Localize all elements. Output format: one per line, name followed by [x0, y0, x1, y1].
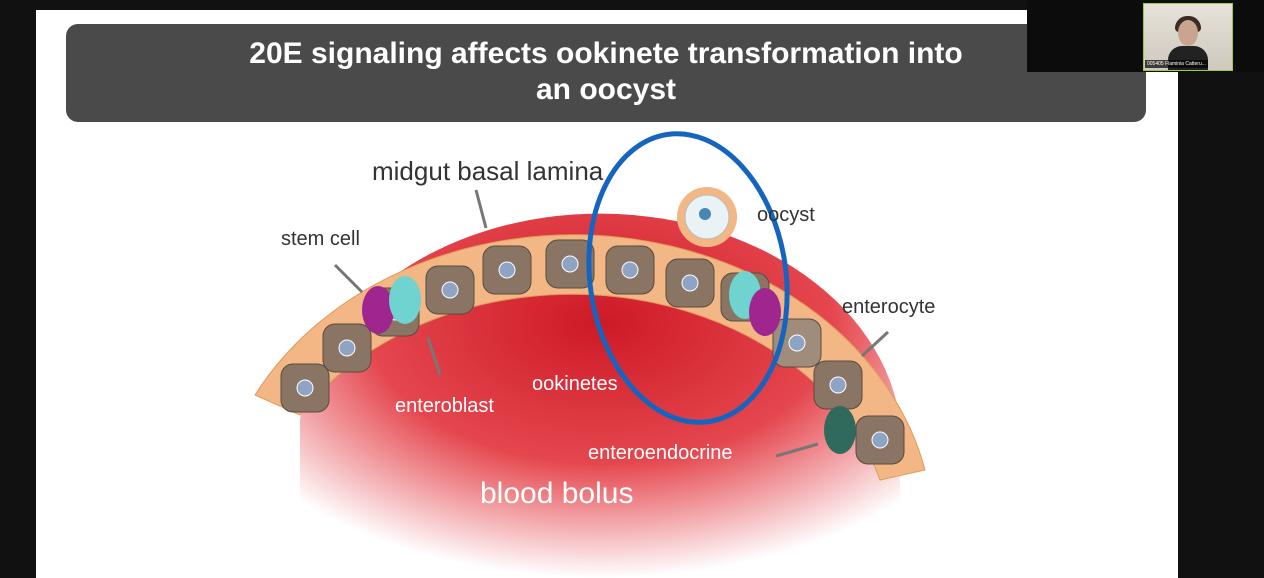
- specialized-cell: [824, 406, 856, 454]
- cell-nucleus: [621, 261, 639, 279]
- participant-face: [1178, 20, 1198, 46]
- cell-nucleus: [441, 281, 459, 299]
- title-line-2: an oocyst: [535, 73, 677, 106]
- specialized-cell: [362, 286, 394, 334]
- cell-nucleus: [296, 379, 314, 397]
- label-ookinetes: ookinetes: [532, 373, 618, 395]
- cell-nucleus: [788, 334, 806, 352]
- label-basal-lamina: midgut basal lamina: [372, 156, 604, 186]
- cell-nucleus: [681, 274, 699, 292]
- label-stem-cell: stem cell: [281, 228, 360, 250]
- presentation-slide: 20E signaling affects ookinete transform…: [36, 10, 1178, 578]
- label-enterocyte: enterocyte: [842, 296, 935, 318]
- midgut-diagram: midgut basal lamina stem cell oocyst ent…: [254, 131, 935, 578]
- slide-title: 20E signaling affects ookinete transform…: [66, 24, 1146, 122]
- video-panel: 005405 Flaminia Catteru...: [1027, 0, 1264, 72]
- cell-nucleus: [561, 255, 579, 273]
- title-line-1: 20E signaling affects ookinete transform…: [249, 37, 963, 70]
- participant-video[interactable]: 005405 Flaminia Catteru...: [1143, 3, 1233, 71]
- highlight-ellipse: [586, 131, 790, 425]
- label-oocyst: oocyst: [757, 204, 815, 226]
- label-enteroendocrine: enteroendocrine: [588, 442, 733, 464]
- label-enteroblast: enteroblast: [395, 395, 494, 417]
- participant-name: 005405 Flaminia Catteru...: [1145, 60, 1208, 68]
- label-blood-bolus: blood bolus: [480, 477, 633, 510]
- cell-nucleus: [871, 431, 889, 449]
- specialized-cell: [389, 276, 421, 324]
- specialized-cell: [749, 288, 781, 336]
- cell-nucleus: [829, 376, 847, 394]
- cell-nucleus: [498, 261, 516, 279]
- cell-nucleus: [338, 339, 356, 357]
